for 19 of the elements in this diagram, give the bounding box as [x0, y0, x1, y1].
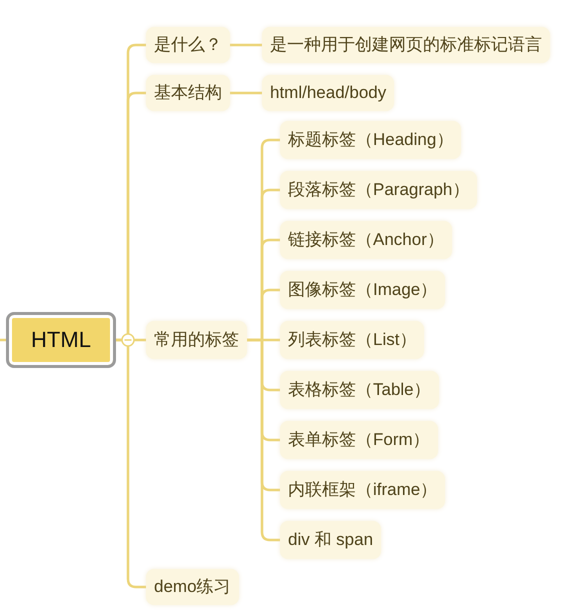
topic-box: 列表标签（List） [280, 321, 424, 359]
topic-box: 表格标签（Table） [280, 371, 439, 409]
connector-line [230, 44, 262, 46]
connector-line [230, 92, 262, 94]
topic-box: 图像标签（Image） [280, 271, 446, 309]
topic-box: 内联框架（iframe） [280, 471, 446, 509]
topic-box: 表单标签（Form） [280, 421, 438, 459]
topic-box: 基本结构 [146, 75, 230, 111]
central-topic-box: HTML [6, 312, 116, 368]
topic-box: 标题标签（Heading） [280, 121, 462, 159]
topic-box: 是一种用于创建网页的标准标记语言 [262, 27, 550, 63]
topic-box: 链接标签（Anchor） [280, 221, 452, 259]
connector-line [0, 338, 6, 342]
topic-box: 段落标签（Paragraph） [280, 171, 478, 209]
topic-box: demo练习 [146, 569, 239, 605]
topic-box: 是什么？ [146, 27, 230, 63]
topic-box: html/head/body [262, 75, 394, 111]
topic-box: div 和 span [280, 521, 382, 559]
topic-box: 常用的标签 [146, 321, 247, 359]
